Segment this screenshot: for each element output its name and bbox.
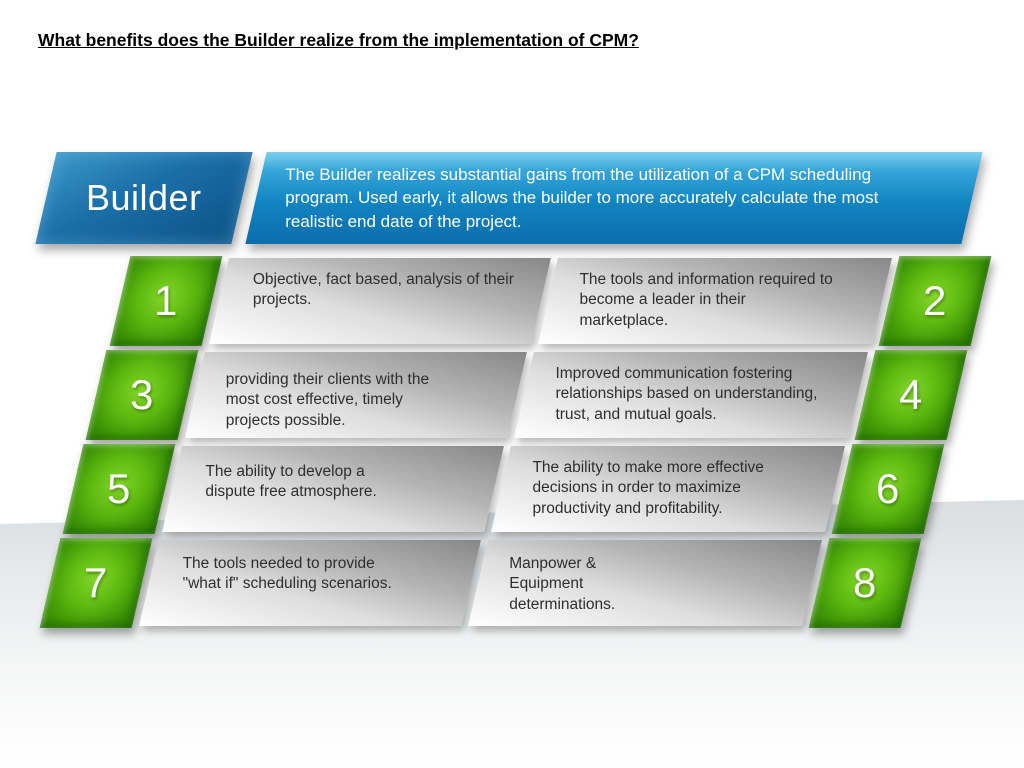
benefit-row-3: 5 The ability to develop a dispute free … — [62, 444, 945, 534]
benefit-number-7: 7 — [84, 559, 108, 606]
benefit-text-7: The tools needed to provide "what if" sc… — [182, 555, 392, 593]
header-row: Builder The Builder realizes substantial… — [35, 152, 983, 244]
benefit-badge-4: 4 — [854, 350, 968, 440]
builder-description-box: The Builder realizes substantial gains f… — [245, 152, 983, 244]
benefit-badge-6: 6 — [831, 444, 945, 534]
benefit-row-4: 7 The tools needed to provide "what if" … — [39, 538, 922, 628]
slide-title: What benefits does the Builder realize f… — [38, 30, 639, 50]
benefit-text-6: The ability to make more effective decis… — [532, 459, 764, 517]
benefit-box-2: The tools and information required to be… — [538, 258, 892, 344]
benefit-row-1: 1 Objective, fact based, analysis of the… — [109, 256, 992, 346]
benefit-box-5: The ability to develop a dispute free at… — [162, 446, 504, 532]
benefit-box-6: The ability to make more effective decis… — [491, 446, 845, 532]
benefit-number-8: 8 — [853, 559, 877, 606]
benefit-number-3: 3 — [130, 371, 154, 418]
benefit-text-5: The ability to develop a dispute free at… — [205, 463, 377, 501]
builder-label-box: Builder — [35, 152, 253, 244]
benefit-text-3: providing their clients with the most co… — [225, 371, 430, 429]
benefit-box-3: providing their clients with the most co… — [185, 352, 527, 438]
benefit-box-8: Manpower & Equipment determinations. — [468, 540, 822, 626]
builder-description: The Builder realizes substantial gains f… — [285, 165, 879, 231]
benefit-badge-3: 3 — [85, 350, 199, 440]
benefit-box-4: Improved communication fostering relatio… — [514, 352, 868, 438]
benefit-badge-8: 8 — [808, 538, 922, 628]
benefit-text-2: The tools and information required to be… — [579, 271, 833, 329]
benefit-box-7: The tools needed to provide "what if" sc… — [139, 540, 481, 626]
benefit-number-4: 4 — [899, 371, 923, 418]
benefit-text-8: Manpower & Equipment determinations. — [509, 555, 616, 613]
benefit-row-2: 3 providing their clients with the most … — [85, 350, 968, 440]
benefit-badge-5: 5 — [62, 444, 176, 534]
benefit-number-2: 2 — [923, 277, 947, 324]
benefit-badge-7: 7 — [39, 538, 153, 628]
benefit-text-4: Improved communication fostering relatio… — [555, 365, 818, 423]
builder-label: Builder — [86, 177, 202, 218]
benefit-number-5: 5 — [107, 465, 131, 512]
benefit-number-1: 1 — [154, 277, 178, 324]
benefit-badge-1: 1 — [109, 256, 223, 346]
benefit-box-1: Objective, fact based, analysis of their… — [209, 258, 551, 344]
benefit-text-1: Objective, fact based, analysis of their… — [252, 271, 514, 309]
benefit-number-6: 6 — [876, 465, 900, 512]
benefit-badge-2: 2 — [878, 256, 992, 346]
